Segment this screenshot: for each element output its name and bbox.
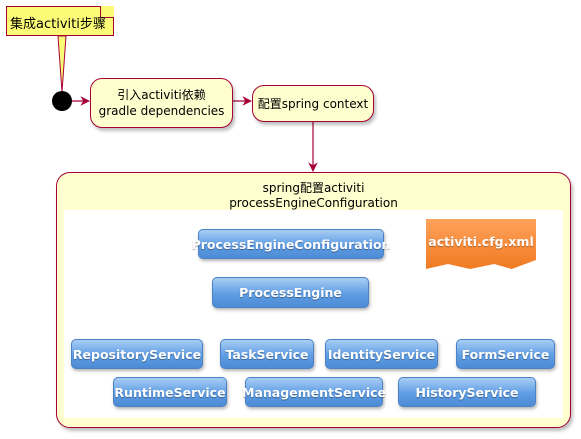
process-engine-configuration-box: ProcessEngineConfiguration [192,229,390,259]
process-engine-box: ProcessEngine [212,277,369,308]
repository-service-box: RepositoryService [71,339,203,369]
task-service-box: TaskService [220,339,314,369]
activity-configure-spring: 配置spring context [252,85,374,122]
sticky-note [6,6,114,36]
note-folded-corner [100,6,114,18]
config-file-note: activiti.cfg.xml [426,219,536,269]
activity-configure-spring-label: 配置spring context [257,96,369,111]
group-title-line2: processEngineConfiguration [229,196,398,210]
management-service-box: ManagementService [242,377,386,407]
note-text: 集成activiti步骤 [10,17,106,32]
history-service-box: HistoryService [398,377,536,407]
identity-service-box: IdentityService [325,339,438,369]
activity-add-dependencies-line1: 引入activiti依赖 [117,88,206,102]
activity-add-dependencies-line2: gradle dependencies [98,104,225,118]
form-service-box: FormService [456,339,555,369]
group-title-line1: spring配置activiti [262,181,365,195]
runtime-service-box: RuntimeService [113,377,227,407]
activity-add-dependencies: 引入activiti依赖 gradle dependencies [90,78,233,128]
note-pointer [57,35,67,93]
start-node [52,91,72,111]
